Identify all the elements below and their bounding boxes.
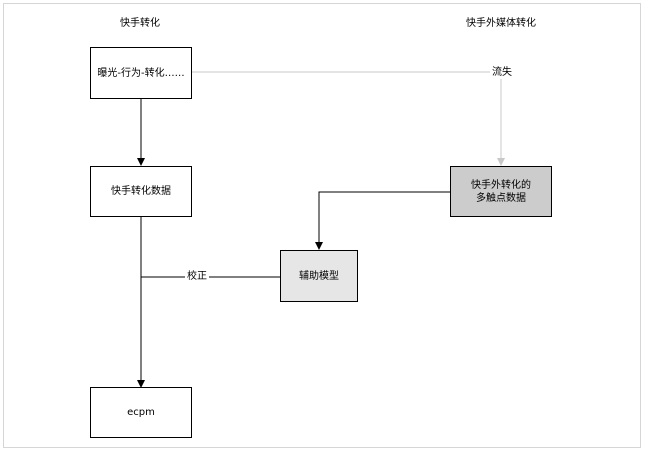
ecpm-node-label: ecpm xyxy=(127,407,155,418)
churn-edge-label: 流失 xyxy=(490,67,514,79)
aux-model-node-label: 辅助模型 xyxy=(299,270,339,282)
calibrate-edge-label: 校正 xyxy=(185,271,209,283)
funnel-node-label: 曝光-行为-转化…… xyxy=(97,67,185,79)
ks-data-node[interactable]: 快手转化数据 xyxy=(90,166,192,217)
left-column-title: 快手转化 xyxy=(120,18,160,29)
right-column-title: 快手外媒体转化 xyxy=(466,18,536,29)
funnel-node[interactable]: 曝光-行为-转化…… xyxy=(90,47,192,99)
diagram-frame xyxy=(3,3,641,448)
edge-churn xyxy=(192,71,505,166)
external-data-node[interactable]: 快手外转化的 多触点数据 xyxy=(450,166,552,217)
ecpm-node[interactable]: ecpm xyxy=(90,387,192,438)
ks-data-node-label: 快手转化数据 xyxy=(111,186,171,197)
edge-external-to-aux-model xyxy=(315,191,450,250)
aux-model-node[interactable]: 辅助模型 xyxy=(280,250,358,302)
external-data-node-label: 快手外转化的 多触点数据 xyxy=(471,179,531,204)
